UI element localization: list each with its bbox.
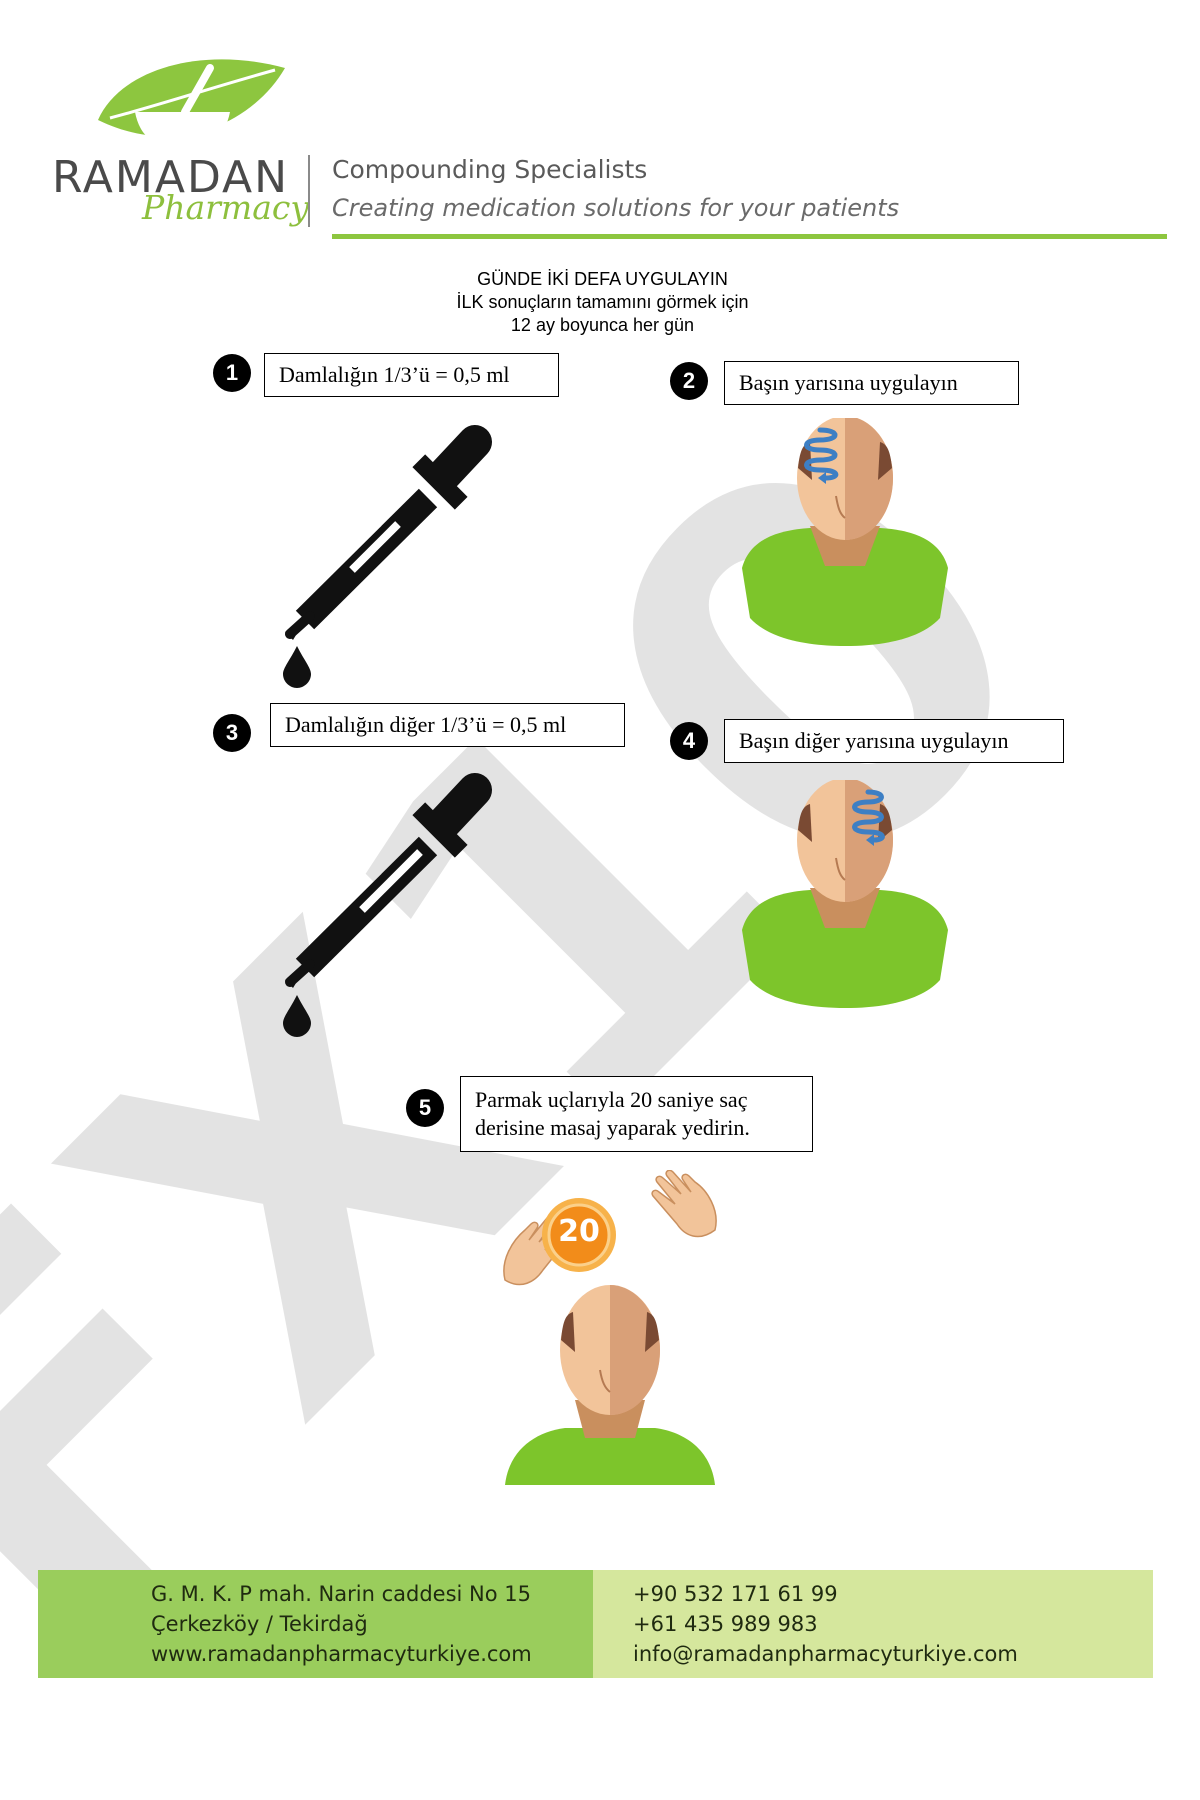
head-icon bbox=[503, 1170, 717, 1485]
footer-email[interactable]: info@ramadanpharmacyturkiye.com bbox=[633, 1642, 1018, 1666]
step-5-line-2: derisine masaj yaparak yedirin. bbox=[475, 1115, 750, 1140]
watermark-text: FX10 bbox=[0, 339, 1146, 1757]
dropper-icon bbox=[285, 773, 492, 988]
footer-phone-1[interactable]: +90 532 171 61 99 bbox=[633, 1582, 838, 1606]
step-3-number: 3 bbox=[213, 714, 251, 752]
spiral-arrow-icon bbox=[852, 789, 885, 843]
header-rule bbox=[332, 234, 1167, 239]
intro-line-2: İLK sonuçların tamamını görmek için bbox=[456, 292, 749, 312]
step-4-number: 4 bbox=[670, 722, 708, 760]
brand-name: RAMADAN bbox=[52, 152, 290, 203]
drop-icon bbox=[283, 995, 311, 1037]
timer-badge-value: 20 bbox=[558, 1214, 600, 1249]
hand-icon bbox=[651, 1170, 717, 1238]
intro-line-1: GÜNDE İKİ DEFA UYGULAYIN bbox=[477, 269, 728, 289]
brand-subtitle: Pharmacy bbox=[142, 188, 309, 227]
step-3-label: Damlalığın diğer 1/3’ü = 0,5 ml bbox=[270, 703, 625, 747]
step-5-label: Parmak uçlarıyla 20 saniye saç derisine … bbox=[460, 1076, 813, 1152]
step-2-number: 2 bbox=[670, 362, 708, 400]
footer-website[interactable]: www.ramadanpharmacyturkiye.com bbox=[151, 1642, 532, 1666]
tagline-title: Compounding Specialists bbox=[332, 155, 648, 184]
intro-line-3: 12 ay boyunca her gün bbox=[510, 315, 695, 335]
footer-address-panel: G. M. K. P mah. Narin caddesi No 15 Çerk… bbox=[38, 1570, 593, 1678]
footer-contact-panel: +90 532 171 61 99 +61 435 989 983 info@r… bbox=[593, 1570, 1153, 1678]
step-5-line-1: Parmak uçlarıyla 20 saniye saç bbox=[475, 1087, 748, 1112]
step-1-label: Damlalığın 1/3’ü = 0,5 ml bbox=[264, 353, 559, 397]
timer-badge-icon bbox=[542, 1198, 616, 1272]
step-1-number: 1 bbox=[213, 354, 251, 392]
step-2-label: Başın yarısına uygulayın bbox=[724, 361, 1019, 405]
drop-icon bbox=[283, 646, 311, 688]
tagline-subtitle: Creating medication solutions for your p… bbox=[332, 194, 900, 222]
head-icon bbox=[742, 418, 948, 646]
footer-address-line-2: Çerkezköy / Tekirdağ bbox=[151, 1612, 368, 1636]
mortar-leaf-logo-icon bbox=[98, 59, 285, 148]
step-5-number: 5 bbox=[406, 1089, 444, 1127]
header-divider bbox=[308, 155, 310, 227]
dropper-icon bbox=[285, 425, 492, 640]
footer-phone-2[interactable]: +61 435 989 983 bbox=[633, 1612, 818, 1636]
footer-address-line-1: G. M. K. P mah. Narin caddesi No 15 bbox=[151, 1582, 531, 1606]
head-icon bbox=[742, 780, 948, 1008]
spiral-arrow-icon bbox=[804, 427, 839, 481]
step-4-label: Başın diğer yarısına uygulayın bbox=[724, 719, 1064, 763]
